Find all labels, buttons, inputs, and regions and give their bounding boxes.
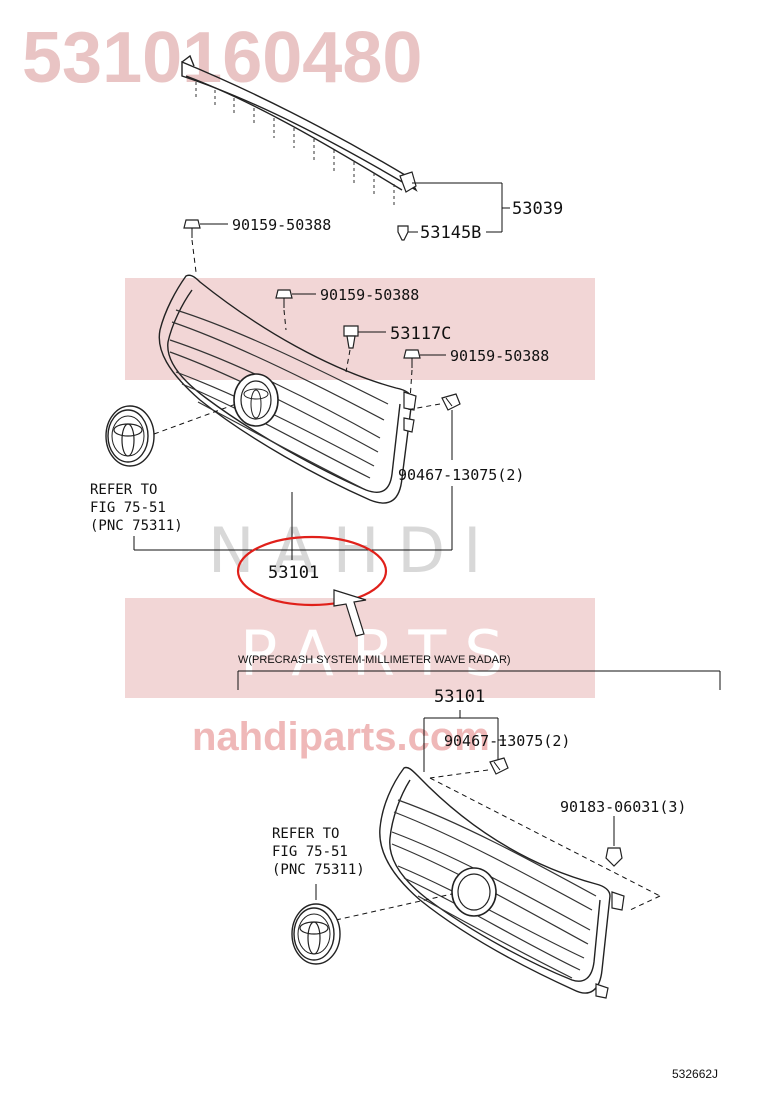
callout-screw-right: 90159-50388 — [450, 347, 549, 365]
callout-clip-radar-bottom: 90183-06031(3) — [560, 798, 686, 816]
grille-emblem-upper-icon — [233, 373, 279, 427]
ref-upper-line1: REFER TO — [90, 482, 157, 498]
clip-side-radar-icon — [489, 757, 509, 775]
watermark-band-bottom — [125, 598, 595, 698]
clip-53145b-icon — [397, 225, 409, 241]
radar-cover-icon — [451, 867, 497, 917]
radiator-grille-molding — [181, 54, 418, 208]
radiator-grille-upper — [158, 274, 417, 504]
watermark-url: nahdiparts.com — [192, 715, 490, 759]
cursor-arrow-icon — [333, 589, 367, 637]
screw-mid-icon — [275, 289, 293, 308]
clip-radar-bottom-icon — [605, 847, 623, 867]
screw-left-icon — [183, 219, 201, 238]
emblem-lower-icon — [291, 903, 341, 965]
watermark-band-top — [125, 278, 595, 380]
watermark-part-number: 5310160480 — [22, 18, 422, 98]
watermark: 5310160480 NAHDI PARTS nahdiparts.com — [22, 18, 595, 759]
ref-upper-line2: FIG 75-51 — [90, 500, 166, 516]
watermark-brand-bottom: PARTS — [240, 617, 522, 690]
callout-clip-side-upper: 90467-13075(2) — [398, 466, 524, 484]
ref-upper-line3: (PNC 75311) — [90, 518, 183, 534]
callout-screw-mid: 90159-50388 — [320, 286, 419, 304]
callout-screw-left: 90159-50388 — [232, 216, 331, 234]
section-note: W(PRECRASH SYSTEM-MILLIMETER WAVE RADAR) — [238, 654, 511, 666]
radiator-grille-radar — [379, 766, 625, 999]
callout-53117c: 53117C — [390, 324, 451, 344]
emblem-upper-icon — [105, 405, 155, 467]
ref-lower-line1: REFER TO — [272, 826, 339, 842]
ref-lower-line2: FIG 75-51 — [272, 844, 348, 860]
clip-side-upper-icon — [441, 393, 461, 411]
ref-lower-line3: (PNC 75311) — [272, 862, 365, 878]
highlight-circle — [236, 535, 388, 607]
clip-53117c-icon — [343, 325, 359, 349]
callout-grille-radar: 53101 — [434, 687, 485, 707]
callout-53145b: 53145B — [420, 223, 481, 243]
screw-right-icon — [403, 349, 421, 368]
figure-code: 532662J — [672, 1067, 718, 1081]
callout-grille-main: 53101 — [268, 563, 319, 583]
callout-53039: 53039 — [512, 199, 563, 219]
callout-clip-side-radar: 90467-13075(2) — [444, 732, 570, 750]
